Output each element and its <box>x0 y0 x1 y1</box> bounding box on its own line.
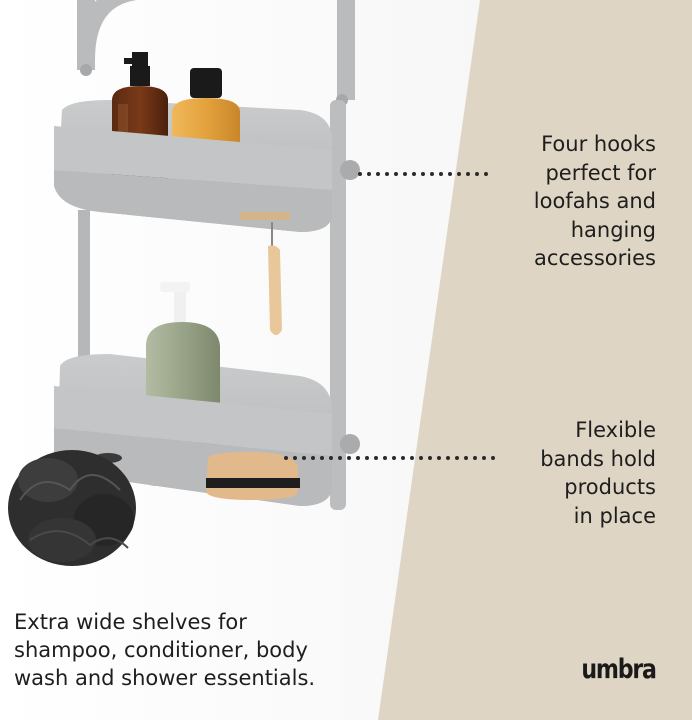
shelves-caption: Extra wide shelves for shampoo, conditio… <box>14 610 316 690</box>
caddy-right-rail <box>330 100 346 510</box>
lower-shelf <box>54 386 332 456</box>
caddy-left-rail <box>78 210 90 360</box>
scrub-brush <box>206 452 300 500</box>
hooks-callout: Four hooks perfect for loofahs and hangi… <box>533 132 656 270</box>
beige-panel <box>378 0 692 720</box>
bands-callout: Flexible bands hold products in place <box>540 418 656 528</box>
hanging-brush <box>268 222 282 335</box>
loofah <box>8 450 136 566</box>
lower-hook-knob <box>340 434 360 454</box>
brand-logo: umbra <box>581 654 658 685</box>
upper-hook-knob <box>340 160 360 180</box>
upper-shelf <box>54 126 332 190</box>
